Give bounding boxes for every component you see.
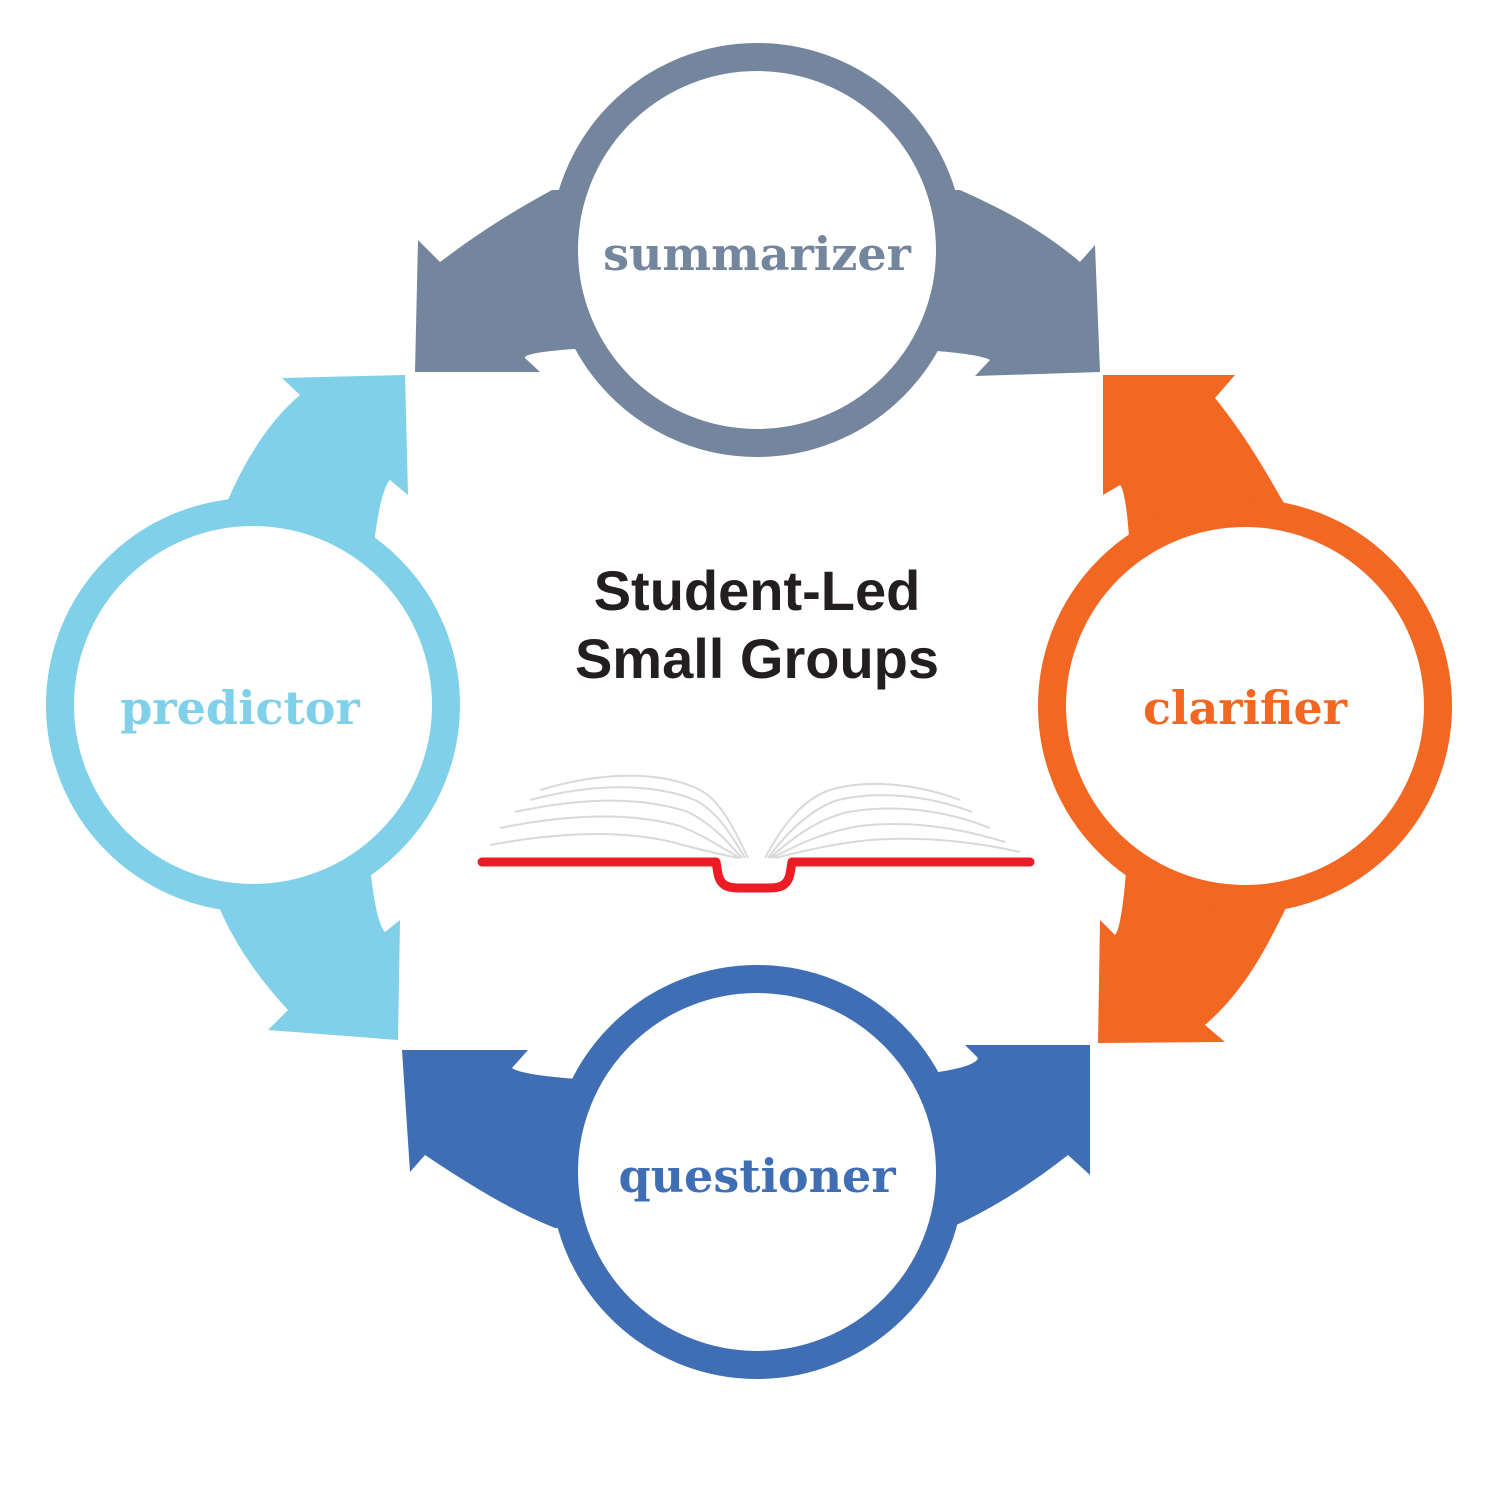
predictor-group: predictor bbox=[46, 375, 460, 1040]
summarizer-label: summarizer bbox=[603, 227, 912, 281]
title-line-2: Small Groups bbox=[575, 627, 939, 690]
book-pages-left bbox=[489, 774, 749, 859]
open-book-icon bbox=[477, 774, 1035, 893]
book-pages-right bbox=[764, 782, 1021, 859]
book-cover bbox=[477, 857, 1035, 893]
title-line-1: Student-Led bbox=[594, 559, 921, 622]
clarifier-ring bbox=[1038, 499, 1452, 913]
questioner-ring bbox=[550, 965, 964, 1379]
center-title: Student-Led Small Groups bbox=[575, 559, 939, 690]
predictor-ring bbox=[46, 498, 460, 912]
questioner-label: questioner bbox=[618, 1149, 896, 1203]
summarizer-ring bbox=[550, 43, 964, 457]
predictor-label: predictor bbox=[120, 681, 360, 735]
summarizer-group: summarizer bbox=[415, 43, 1100, 457]
clarifier-label: clarifier bbox=[1143, 681, 1348, 735]
questioner-group: questioner bbox=[402, 965, 1090, 1379]
clarifier-group: clarifier bbox=[1038, 375, 1452, 1043]
